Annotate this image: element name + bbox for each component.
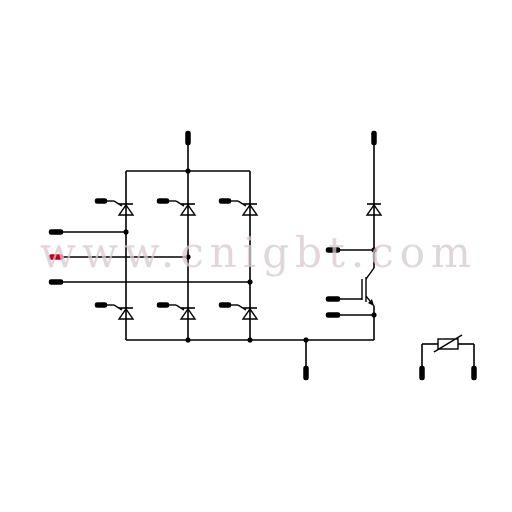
ntc-terminal-2: [471, 365, 477, 381]
ac-input-terminal-3: [48, 279, 64, 285]
junction-dot: [185, 337, 191, 343]
dc-minus-terminal: [303, 365, 309, 381]
junction-dot: [247, 337, 253, 343]
brake-chopper: [325, 130, 382, 340]
rectifier-bridge: [48, 130, 374, 381]
ac-input-terminal-1: [48, 229, 64, 235]
junction-dot: [185, 168, 191, 174]
brake-emitter-sense-terminal: [325, 312, 341, 318]
ac-input-terminal-2: [48, 254, 64, 260]
brake-gate-terminal: [325, 296, 341, 302]
ntc-thermistor: [419, 334, 477, 381]
rectifier-bridge-diode-lower-1: [94, 302, 134, 320]
rectifier-bridge-diode-upper-3: [218, 198, 258, 216]
rectifier-bridge-diode-upper-2: [156, 198, 196, 216]
brake-igbt: [325, 250, 377, 340]
brake-output-terminal: [325, 247, 341, 253]
rectifier-bridge-diode-upper-1: [94, 198, 134, 216]
ntc-terminal-1: [419, 365, 425, 381]
junction-dot: [185, 254, 191, 260]
rectifier-bridge-diode-lower-2: [156, 302, 196, 320]
junction-dot: [247, 279, 253, 285]
rectifier-bridge-diode-lower-3: [218, 302, 258, 320]
junction-dot: [123, 229, 129, 235]
dc-plus-terminal: [185, 130, 191, 146]
